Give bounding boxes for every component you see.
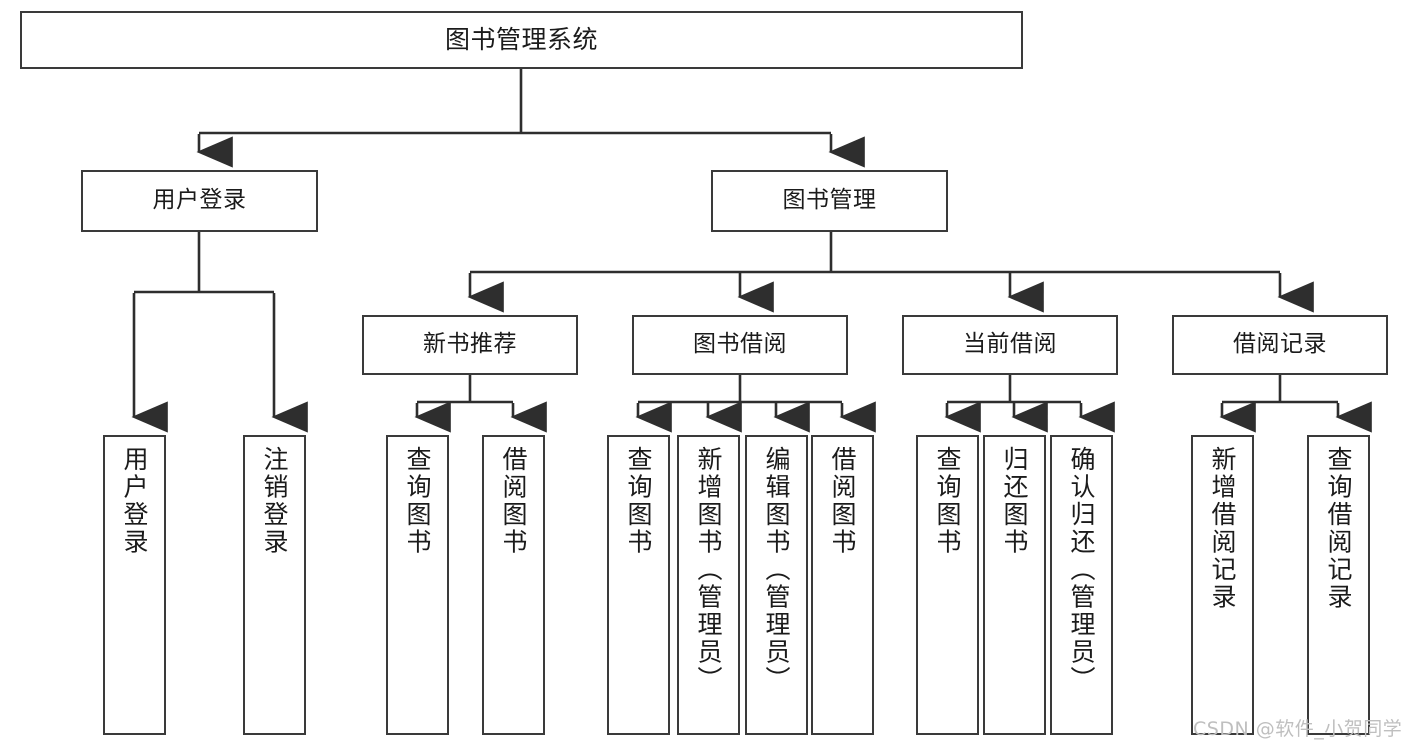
node-label: 确认归还（管理员）	[1067, 446, 1096, 694]
node-leaf-query-book-borrow[interactable]: 查询图书	[607, 435, 670, 735]
node-label: 查询图书	[933, 446, 962, 556]
node-label: 注销登录	[260, 446, 289, 556]
node-leaf-edit-book[interactable]: 编辑图书（管理员）	[745, 435, 808, 735]
node-leaf-query-book-current[interactable]: 查询图书	[916, 435, 979, 735]
node-label: 查询图书	[403, 446, 432, 556]
node-book-borrow[interactable]: 图书借阅	[632, 315, 848, 375]
node-current-borrow[interactable]: 当前借阅	[902, 315, 1118, 375]
node-leaf-add-borrow-record[interactable]: 新增借阅记录	[1191, 435, 1254, 735]
node-leaf-query-borrow-record[interactable]: 查询借阅记录	[1307, 435, 1370, 735]
node-label: 图书借阅	[693, 331, 787, 358]
csdn-watermark: CSDN @软件_小贺同学	[1193, 718, 1403, 740]
node-label: 查询图书	[624, 446, 653, 556]
node-label: 用户登录	[120, 446, 149, 556]
node-label: 借阅图书	[499, 446, 528, 556]
node-leaf-borrow-book[interactable]: 借阅图书	[811, 435, 874, 735]
node-label: 借阅记录	[1233, 331, 1327, 358]
node-label: 图书管理	[782, 187, 877, 214]
node-label: 新书推荐	[423, 331, 517, 358]
node-label: 图书管理系统	[444, 25, 598, 54]
node-label: 查询借阅记录	[1324, 446, 1353, 611]
node-leaf-confirm-return[interactable]: 确认归还（管理员）	[1050, 435, 1113, 735]
node-leaf-query-book-recommend[interactable]: 查询图书	[386, 435, 449, 735]
node-label: 当前借阅	[963, 331, 1057, 358]
node-new-book-recommend[interactable]: 新书推荐	[362, 315, 578, 375]
node-user-login[interactable]: 用户登录	[81, 170, 318, 232]
node-leaf-return-book[interactable]: 归还图书	[983, 435, 1046, 735]
node-label: 新增图书（管理员）	[694, 446, 723, 694]
node-label: 归还图书	[1000, 446, 1029, 556]
node-book-management[interactable]: 图书管理	[711, 170, 948, 232]
node-label: 新增借阅记录	[1208, 446, 1237, 611]
node-label: 借阅图书	[828, 446, 857, 556]
node-label: 用户登录	[152, 187, 247, 214]
node-borrow-record[interactable]: 借阅记录	[1172, 315, 1388, 375]
node-leaf-logout-login[interactable]: 注销登录	[243, 435, 306, 735]
node-leaf-borrow-book-recommend[interactable]: 借阅图书	[482, 435, 545, 735]
node-root-book-management-system[interactable]: 图书管理系统	[20, 11, 1023, 69]
node-leaf-add-book[interactable]: 新增图书（管理员）	[677, 435, 740, 735]
node-label: 编辑图书（管理员）	[762, 446, 791, 694]
node-leaf-user-login[interactable]: 用户登录	[103, 435, 166, 735]
